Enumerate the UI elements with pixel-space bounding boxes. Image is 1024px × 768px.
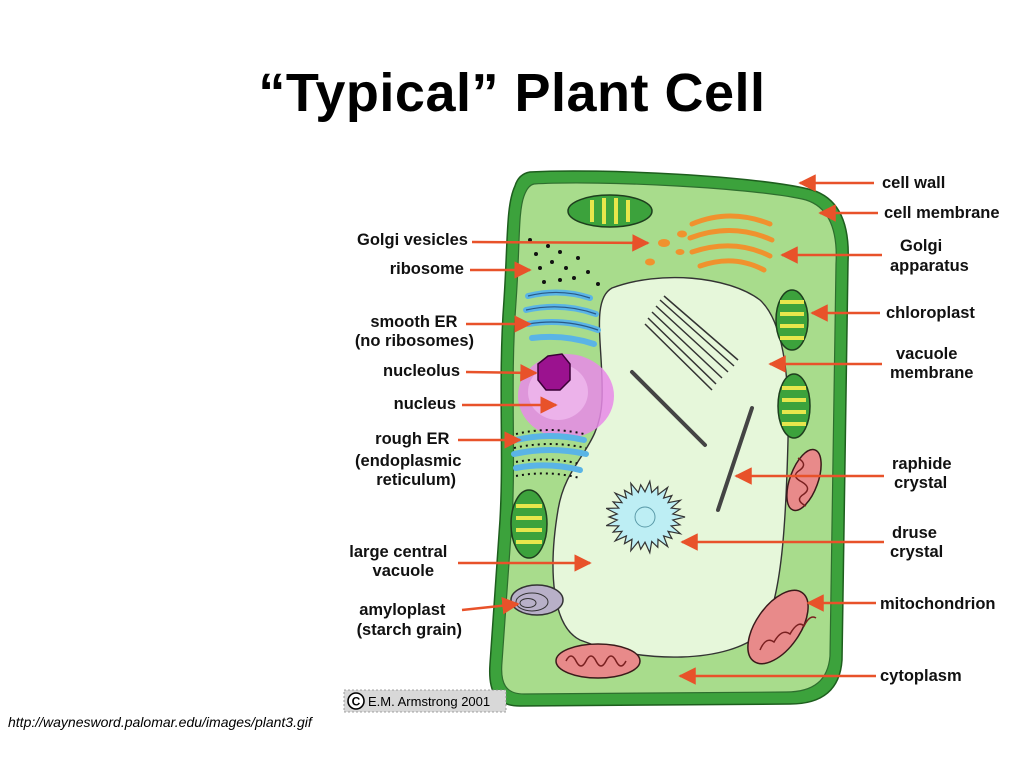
smooth-er-outline — [525, 291, 599, 331]
label-raphide-crystal: raphide crystal — [892, 455, 956, 492]
copyright-text: E.M. Armstrong 2001 — [368, 694, 490, 709]
nucleolus — [537, 353, 571, 391]
label-large-central-vacuole: large central vacuole — [349, 543, 452, 580]
large-central-vacuole — [552, 276, 789, 658]
mitochondrion-right-bottom — [747, 589, 817, 665]
chloroplast-top — [567, 194, 653, 228]
label-golgi-apparatus: Golgi apparatus — [890, 237, 969, 275]
label-amyloplast: amyloplast (starch grain) — [357, 601, 462, 639]
druse-crystal — [605, 479, 686, 555]
slide-title: “Typical” Plant Cell — [258, 63, 766, 123]
raphide-crystal-bundle — [644, 295, 739, 391]
ribosomes — [528, 238, 600, 286]
label-nucleus: nucleus — [394, 395, 456, 413]
label-vacuole-membrane: vacuole membrane — [890, 345, 973, 382]
label-mitochondrion: mitochondrion — [880, 595, 995, 613]
label-chloroplast: chloroplast — [886, 304, 975, 322]
pointer-arrows — [458, 174, 884, 685]
amyloplast — [510, 584, 564, 616]
chloroplast-right-2 — [777, 373, 811, 439]
chloroplast-right-1 — [775, 289, 809, 351]
golgi-apparatus — [687, 213, 775, 273]
label-cell-membrane: cell membrane — [884, 204, 1000, 222]
label-smooth-er: smooth ER (no ribosomes) — [355, 313, 474, 350]
golgi-vesicles — [645, 230, 687, 266]
rough-er — [511, 433, 589, 473]
mitochondrion-bottom — [555, 643, 641, 679]
label-rough-er: rough ER (endoplasmic reticulum) — [355, 430, 466, 489]
copyright-icon: C — [352, 695, 361, 709]
raphide-crystal — [716, 406, 754, 512]
label-ribosome: ribosome — [390, 260, 464, 278]
raphide-crystal-needle — [630, 370, 707, 447]
label-nucleolus: nucleolus — [383, 362, 460, 380]
source-url: http://waynesword.palomar.edu/images/pla… — [8, 714, 312, 730]
label-cell-wall: cell wall — [882, 174, 945, 192]
copyright-badge: C E.M. Armstrong 2001 — [343, 689, 507, 713]
label-cytoplasm: cytoplasm — [880, 667, 962, 685]
label-golgi-vesicles: Golgi vesicles — [357, 231, 468, 249]
label-druse-crystal: druse crystal — [890, 524, 943, 561]
chloroplast-left — [510, 489, 548, 559]
